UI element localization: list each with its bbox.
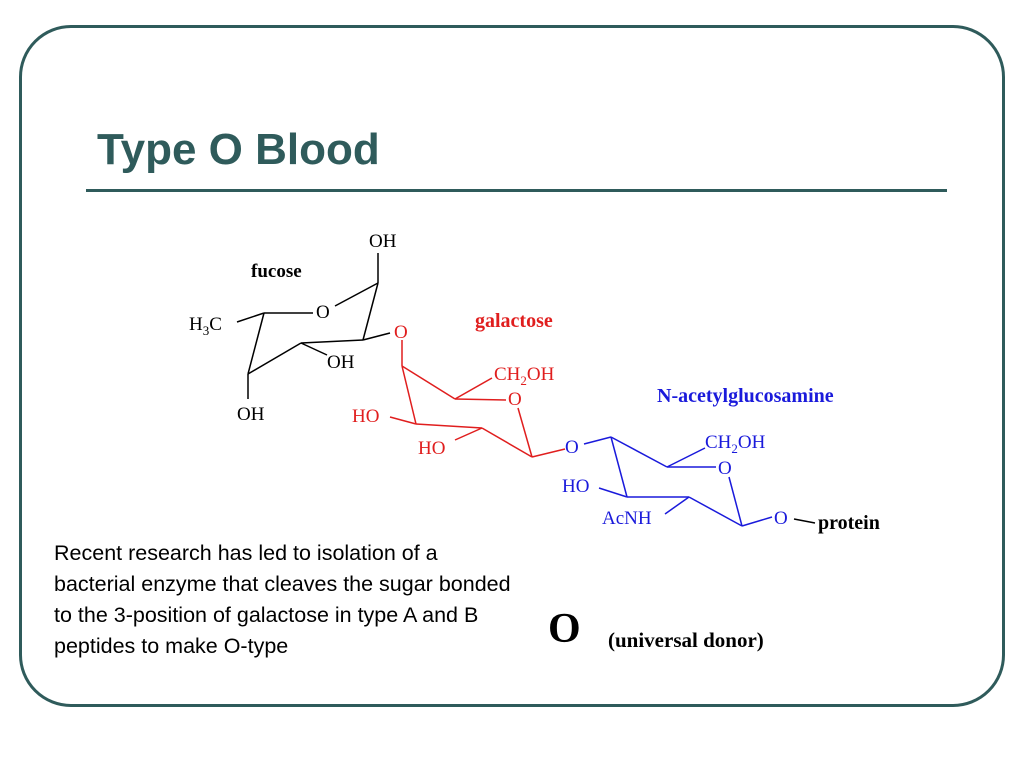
fucose-oh-top: OH [369,231,397,252]
slide-frame [19,25,1005,707]
fucose-oh-bottom: OH [237,404,265,425]
galactose-label: galactose [475,310,553,332]
fucose-ring-oxygen: O [316,302,330,323]
nag-protein-oxygen: O [774,508,788,529]
nag-label: N-acetylglucosamine [657,385,834,407]
nag-ho: HO [562,476,589,497]
galactose-link-oxygen: O [394,322,408,343]
protein-bond [793,518,816,524]
fucose-oh-mid: OH [327,352,355,373]
galactose-ch2oh: CH2OH [494,364,555,388]
galactose-ho-1: HO [352,406,379,427]
blood-type-o-label: O [548,606,581,652]
nag-link-oxygen: O [565,437,579,458]
galactose-ho-2: HO [418,438,445,459]
nag-ring [583,436,773,527]
slide-title: Type O Blood [97,125,380,174]
title-underline [86,189,947,192]
protein-label: protein [818,512,880,534]
nag-acnh: AcNH [602,508,652,529]
universal-donor-label: (universal donor) [608,628,764,652]
galactose-ring [389,340,566,458]
fucose-label: fucose [251,261,302,282]
nag-ring-oxygen: O [718,458,732,479]
galactose-ring-oxygen: O [508,389,522,410]
fucose-ring [236,253,391,399]
explanation-paragraph: Recent research has led to isolation of … [54,541,511,658]
nag-ch2oh: CH2OH [705,432,766,456]
fucose-methyl-label: H3C [189,314,222,338]
